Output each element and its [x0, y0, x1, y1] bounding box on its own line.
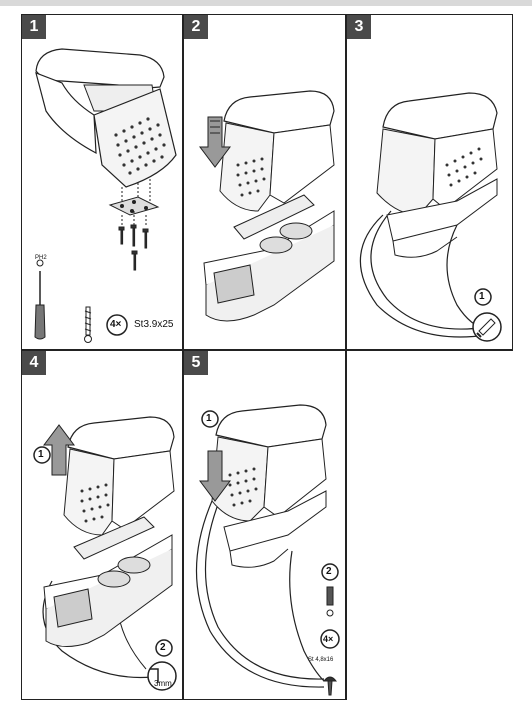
top-bar	[0, 0, 532, 6]
step-2-illustration	[199, 90, 335, 322]
step-5-badge: 5	[184, 351, 208, 375]
step-1-driver-label: PH2	[35, 255, 47, 261]
step-5-callout-1: 1	[206, 413, 212, 424]
step-1-illustration	[34, 48, 177, 343]
step-1-badge: 1	[22, 15, 46, 39]
step-5-qty-label: 4×	[323, 634, 334, 644]
step-1-qty-label: 4×	[110, 319, 122, 330]
step-5-callout-2: 2	[326, 566, 332, 577]
step-1-panel: 1	[21, 14, 183, 350]
step-1-screw-spec: St3.9x25	[134, 319, 174, 330]
step-4-callout-1: 1	[38, 449, 44, 460]
step-3-illustration	[359, 92, 502, 342]
step-2-badge: 2	[184, 15, 208, 39]
step-4-callout-2: 2	[160, 642, 166, 653]
instruction-grid: 1	[21, 14, 513, 700]
step-5-screw-spec: St 4,8x16	[308, 657, 334, 663]
step-3-badge: 3	[347, 15, 371, 39]
step-4-illustration	[33, 416, 177, 691]
step-4-tool-size: 3mm	[154, 679, 172, 688]
step-3-callout-1: 1	[479, 291, 485, 302]
step-5-illustration	[195, 404, 340, 696]
step-4-panel: 4	[21, 350, 183, 700]
empty-panel	[346, 350, 513, 700]
step-2-panel: 2	[183, 14, 346, 350]
step-3-panel: 3 1	[346, 14, 513, 350]
step-4-badge: 4	[22, 351, 46, 375]
step-5-panel: 5	[183, 350, 346, 700]
